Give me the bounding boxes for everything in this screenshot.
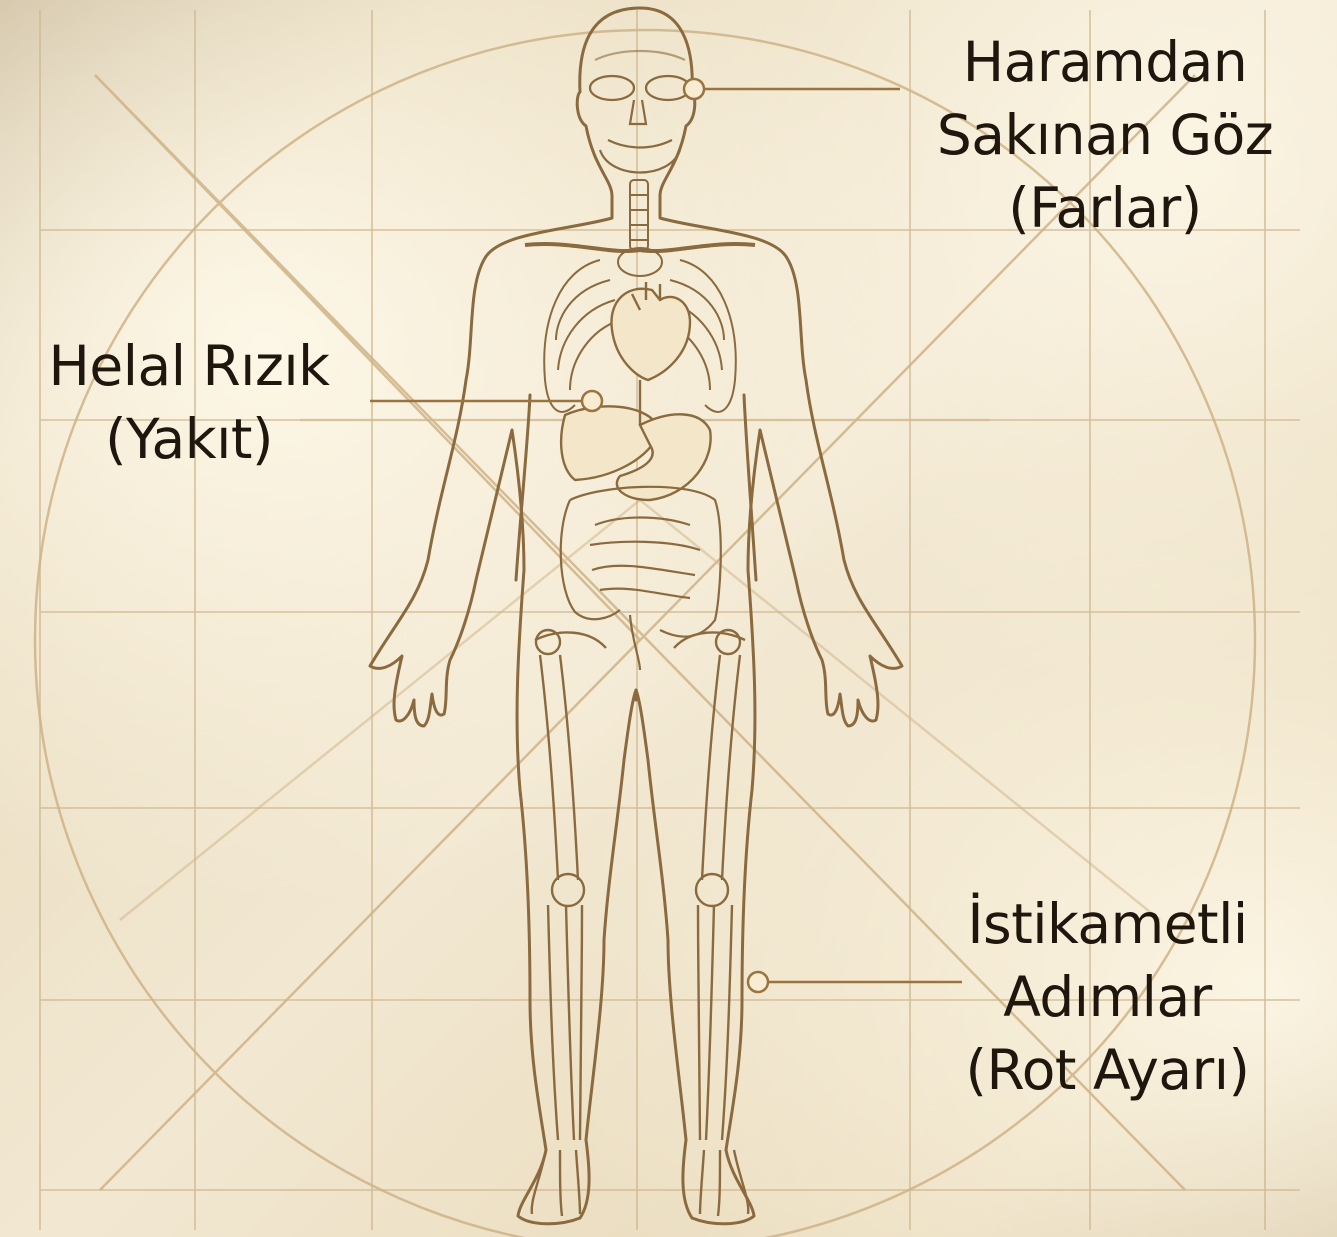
heart bbox=[611, 282, 690, 380]
eye-label-line-1: Haramdan bbox=[910, 26, 1300, 99]
fuel-label-line-2: (Yakıt) bbox=[14, 403, 364, 476]
skull bbox=[590, 51, 690, 173]
spine bbox=[525, 180, 755, 251]
eye-label-line-2: Sakınan Göz bbox=[910, 99, 1300, 172]
steps-label-line-3: (Rot Ayarı) bbox=[935, 1034, 1280, 1107]
intestines bbox=[561, 487, 721, 670]
fuel-callout bbox=[370, 391, 602, 411]
steps-label-line-2: Adımlar bbox=[935, 961, 1280, 1034]
eye-label: Haramdan Sakınan Göz (Farlar) bbox=[910, 26, 1300, 245]
fuel-label: Helal Rızık (Yakıt) bbox=[14, 330, 364, 476]
steps-label: İstikametli Adımlar (Rot Ayarı) bbox=[935, 888, 1280, 1107]
eye-callout bbox=[684, 79, 900, 99]
fuel-label-line-1: Helal Rızık bbox=[14, 330, 364, 403]
leg-bones bbox=[532, 655, 749, 1216]
eye-label-line-3: (Farlar) bbox=[910, 172, 1300, 245]
steps-label-line-1: İstikametli bbox=[935, 888, 1280, 961]
steps-callout bbox=[748, 972, 962, 992]
body-outline bbox=[370, 8, 902, 1224]
